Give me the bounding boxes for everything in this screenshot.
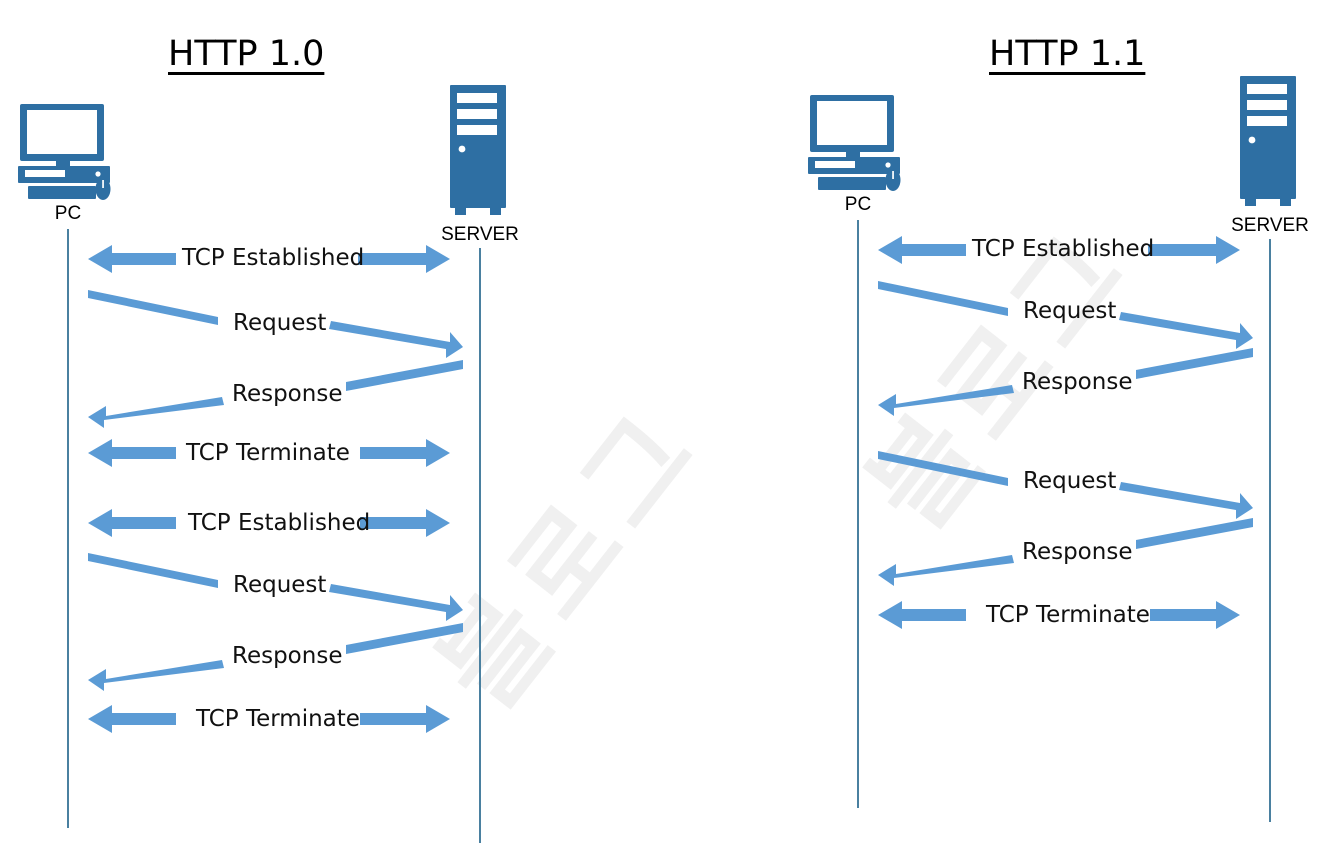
server-tower-icon [1234,76,1306,209]
message-label: TCP Established [188,510,371,536]
message-arrow-bidirectional [88,245,450,273]
message-label: TCP Established [182,245,365,271]
lifeline-server [479,248,481,843]
server-tower-icon [444,85,516,218]
lifeline-server [1269,239,1271,822]
lifeline-pc [67,229,69,828]
message-label: Response [232,381,343,407]
message-arrow-bidirectional [88,509,450,537]
message-label: TCP Terminate [986,602,1150,628]
message-label: Request [233,310,327,336]
page-title-http11: HTTP 1.1 [989,34,1146,74]
message-arrow-to-client [88,623,463,691]
message-label: Request [1023,298,1117,324]
message-label: TCP Terminate [196,706,360,732]
lifeline-pc [857,220,859,808]
message-label: Response [1022,369,1133,395]
actor-label-server: SERVER [441,224,519,245]
message-label: TCP Established [972,236,1155,262]
message-arrow-to-client [88,360,463,428]
actor-label-pc: PC [844,194,872,215]
message-label: Response [1022,539,1133,565]
desktop-computer-icon [808,95,910,191]
message-arrow-bidirectional [88,705,450,733]
message-arrow-to-server [88,553,463,621]
message-label: Response [232,643,343,669]
message-arrow-bidirectional [878,236,1240,264]
message-label: Request [233,572,327,598]
message-arrow-bidirectional [88,439,450,467]
message-arrow-to-client [878,348,1253,416]
message-label: TCP Terminate [186,440,350,466]
message-arrow-to-server [88,290,463,358]
actor-label-server: SERVER [1231,215,1309,236]
desktop-computer-icon [18,104,120,200]
message-arrow-bidirectional [878,601,1240,629]
message-arrow-to-server [878,451,1253,519]
message-label: Request [1023,468,1117,494]
page-title-http10: HTTP 1.0 [168,34,325,74]
message-arrow-to-server [878,281,1253,349]
message-arrow-to-client [878,518,1253,586]
actor-label-pc: PC [54,203,82,224]
